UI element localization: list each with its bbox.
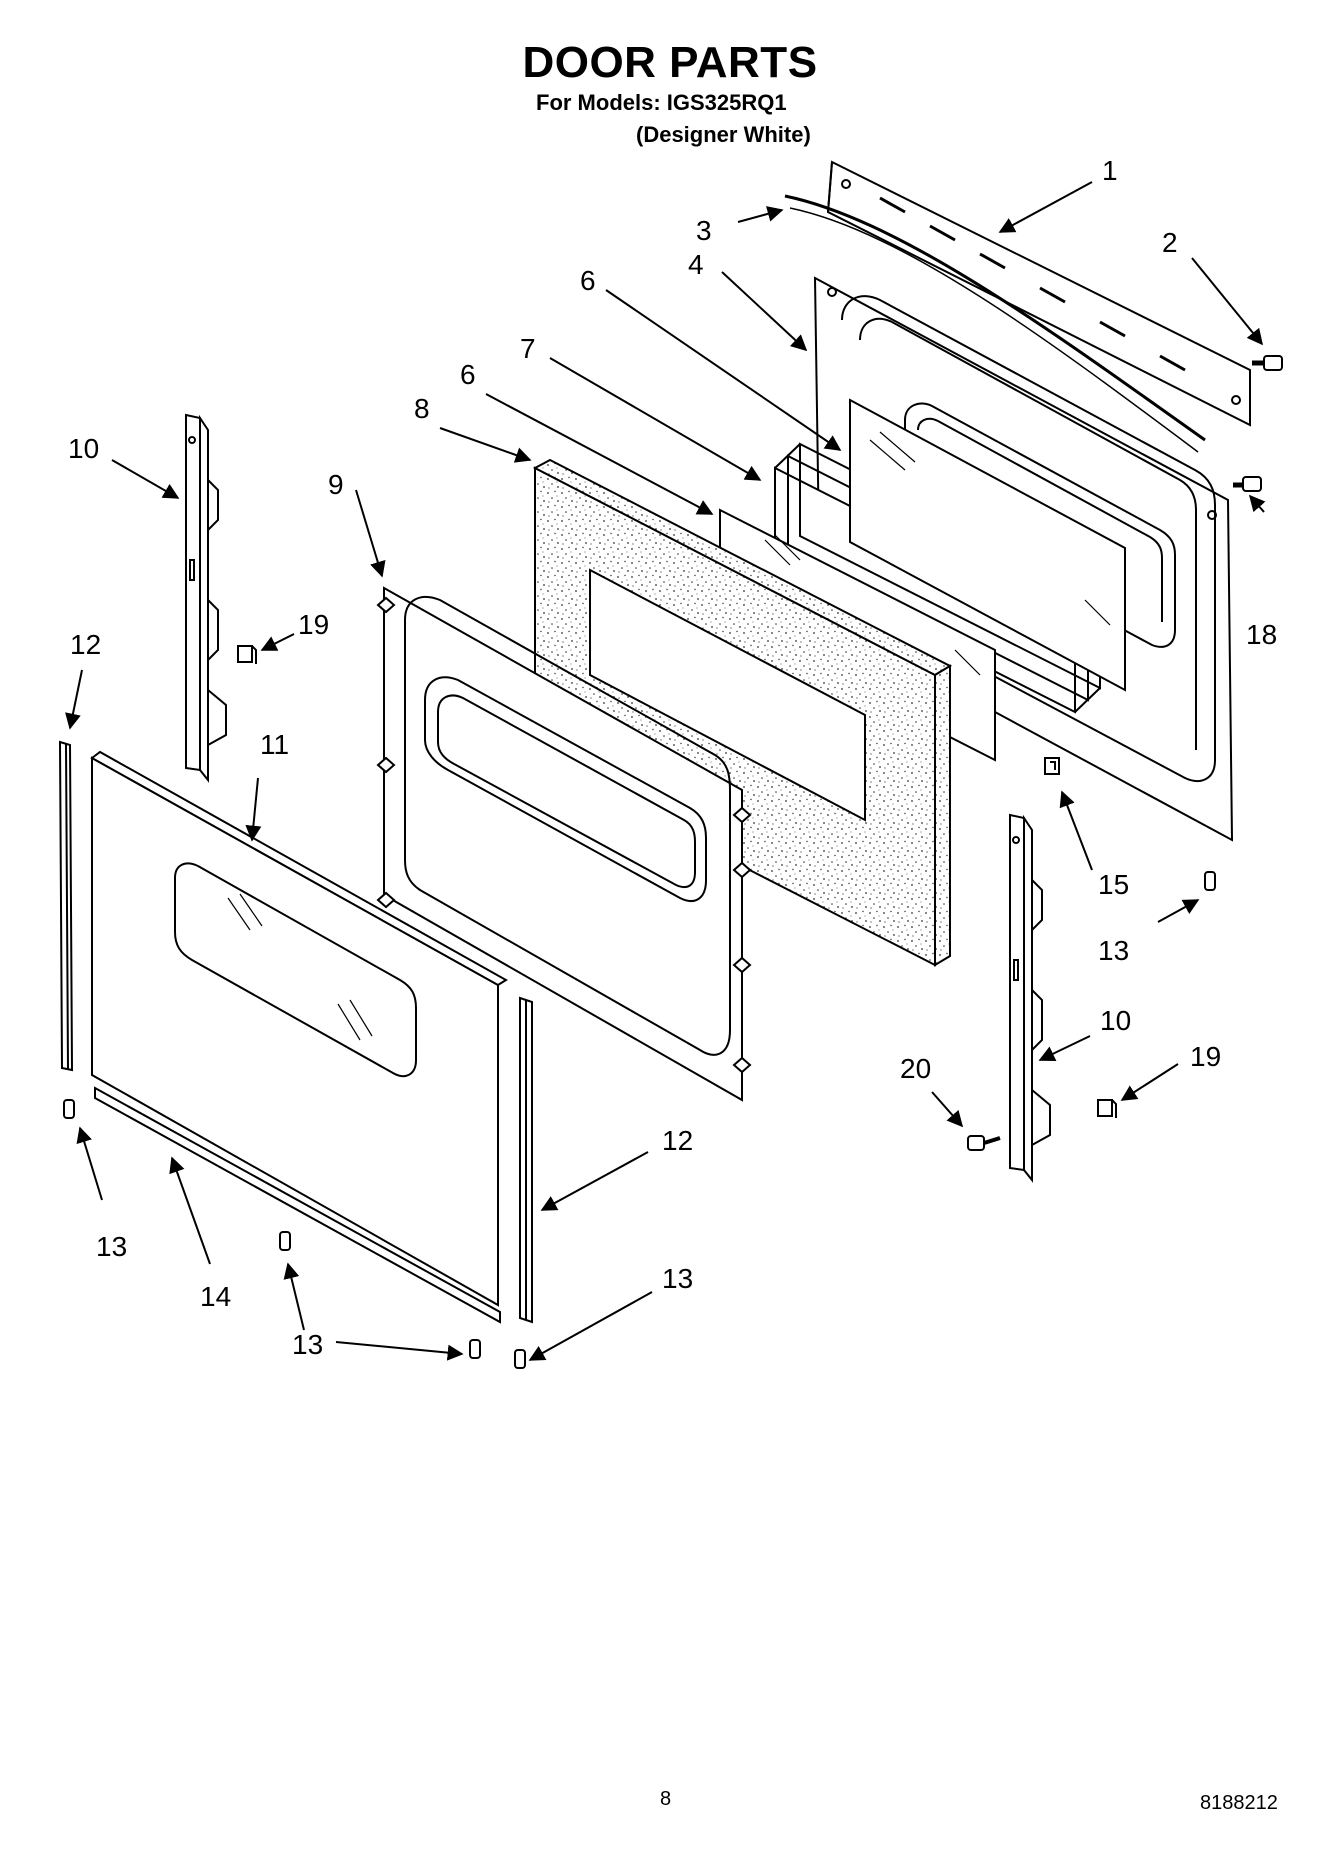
- part-18-screw: [1233, 476, 1262, 492]
- part-8-insulation: [532, 458, 953, 967]
- part-13-screws: [63, 871, 1216, 1369]
- callout-8: 8: [414, 393, 430, 424]
- callout-10a: 10: [68, 433, 99, 464]
- part-14-bottom-trim: [94, 1086, 501, 1324]
- callout-leaders: [65, 181, 1266, 1361]
- callout-6a: 6: [580, 265, 596, 296]
- part-3-handle-trim: [784, 194, 1206, 453]
- part-9-inner-liner: [376, 586, 752, 1102]
- callout-6b: 6: [460, 359, 476, 390]
- callout-2: 2: [1162, 227, 1178, 258]
- part-15-clip: [1044, 757, 1060, 775]
- part-1-vent-trim: [826, 160, 1251, 427]
- part-11-outer-door-panel: [90, 750, 508, 1307]
- callout-10b: 10: [1100, 1005, 1131, 1036]
- callout-19a: 19: [298, 609, 329, 640]
- page-title: DOOR PARTS: [522, 38, 818, 87]
- callout-13b: 13: [96, 1231, 127, 1262]
- part-20-screw: [967, 1135, 1001, 1151]
- callout-18: 18: [1246, 619, 1277, 650]
- part-2-screw: [1252, 355, 1283, 371]
- callout-13d: 13: [662, 1263, 693, 1294]
- part-12-left-trim: [58, 740, 74, 1072]
- part-10-left-hinge: [185, 413, 227, 783]
- part-12-right-trim: [519, 996, 533, 1324]
- callout-3: 3: [696, 215, 712, 246]
- callout-19b: 19: [1190, 1041, 1221, 1072]
- callout-20: 20: [900, 1053, 931, 1084]
- callout-1: 1: [1102, 155, 1118, 186]
- part-10-right-hinge: [1009, 813, 1051, 1183]
- callout-labels: 1 2 3 4 6 7 6 8 9 10 19 12 11 18 15 13 1…: [68, 155, 1277, 1360]
- callout-4: 4: [688, 249, 704, 280]
- callout-12a: 12: [70, 629, 101, 660]
- callout-14: 14: [200, 1281, 231, 1312]
- variant-line: (Designer White): [636, 122, 811, 147]
- models-line: For Models: IGS325RQ1: [536, 90, 787, 115]
- page-number: 8: [660, 1788, 672, 1810]
- part-6-upper-glass: [849, 398, 1126, 692]
- callout-12b: 12: [662, 1125, 693, 1156]
- part-19-clip-right: [1097, 1099, 1117, 1118]
- part-19-clip-left: [237, 645, 257, 664]
- callout-15: 15: [1098, 869, 1129, 900]
- document-code: 8188212: [1200, 1792, 1278, 1814]
- callout-11: 11: [260, 729, 289, 760]
- callout-13a: 13: [1098, 935, 1129, 966]
- callout-7: 7: [520, 333, 536, 364]
- callout-9: 9: [328, 469, 344, 500]
- callout-13c: 13: [292, 1329, 323, 1360]
